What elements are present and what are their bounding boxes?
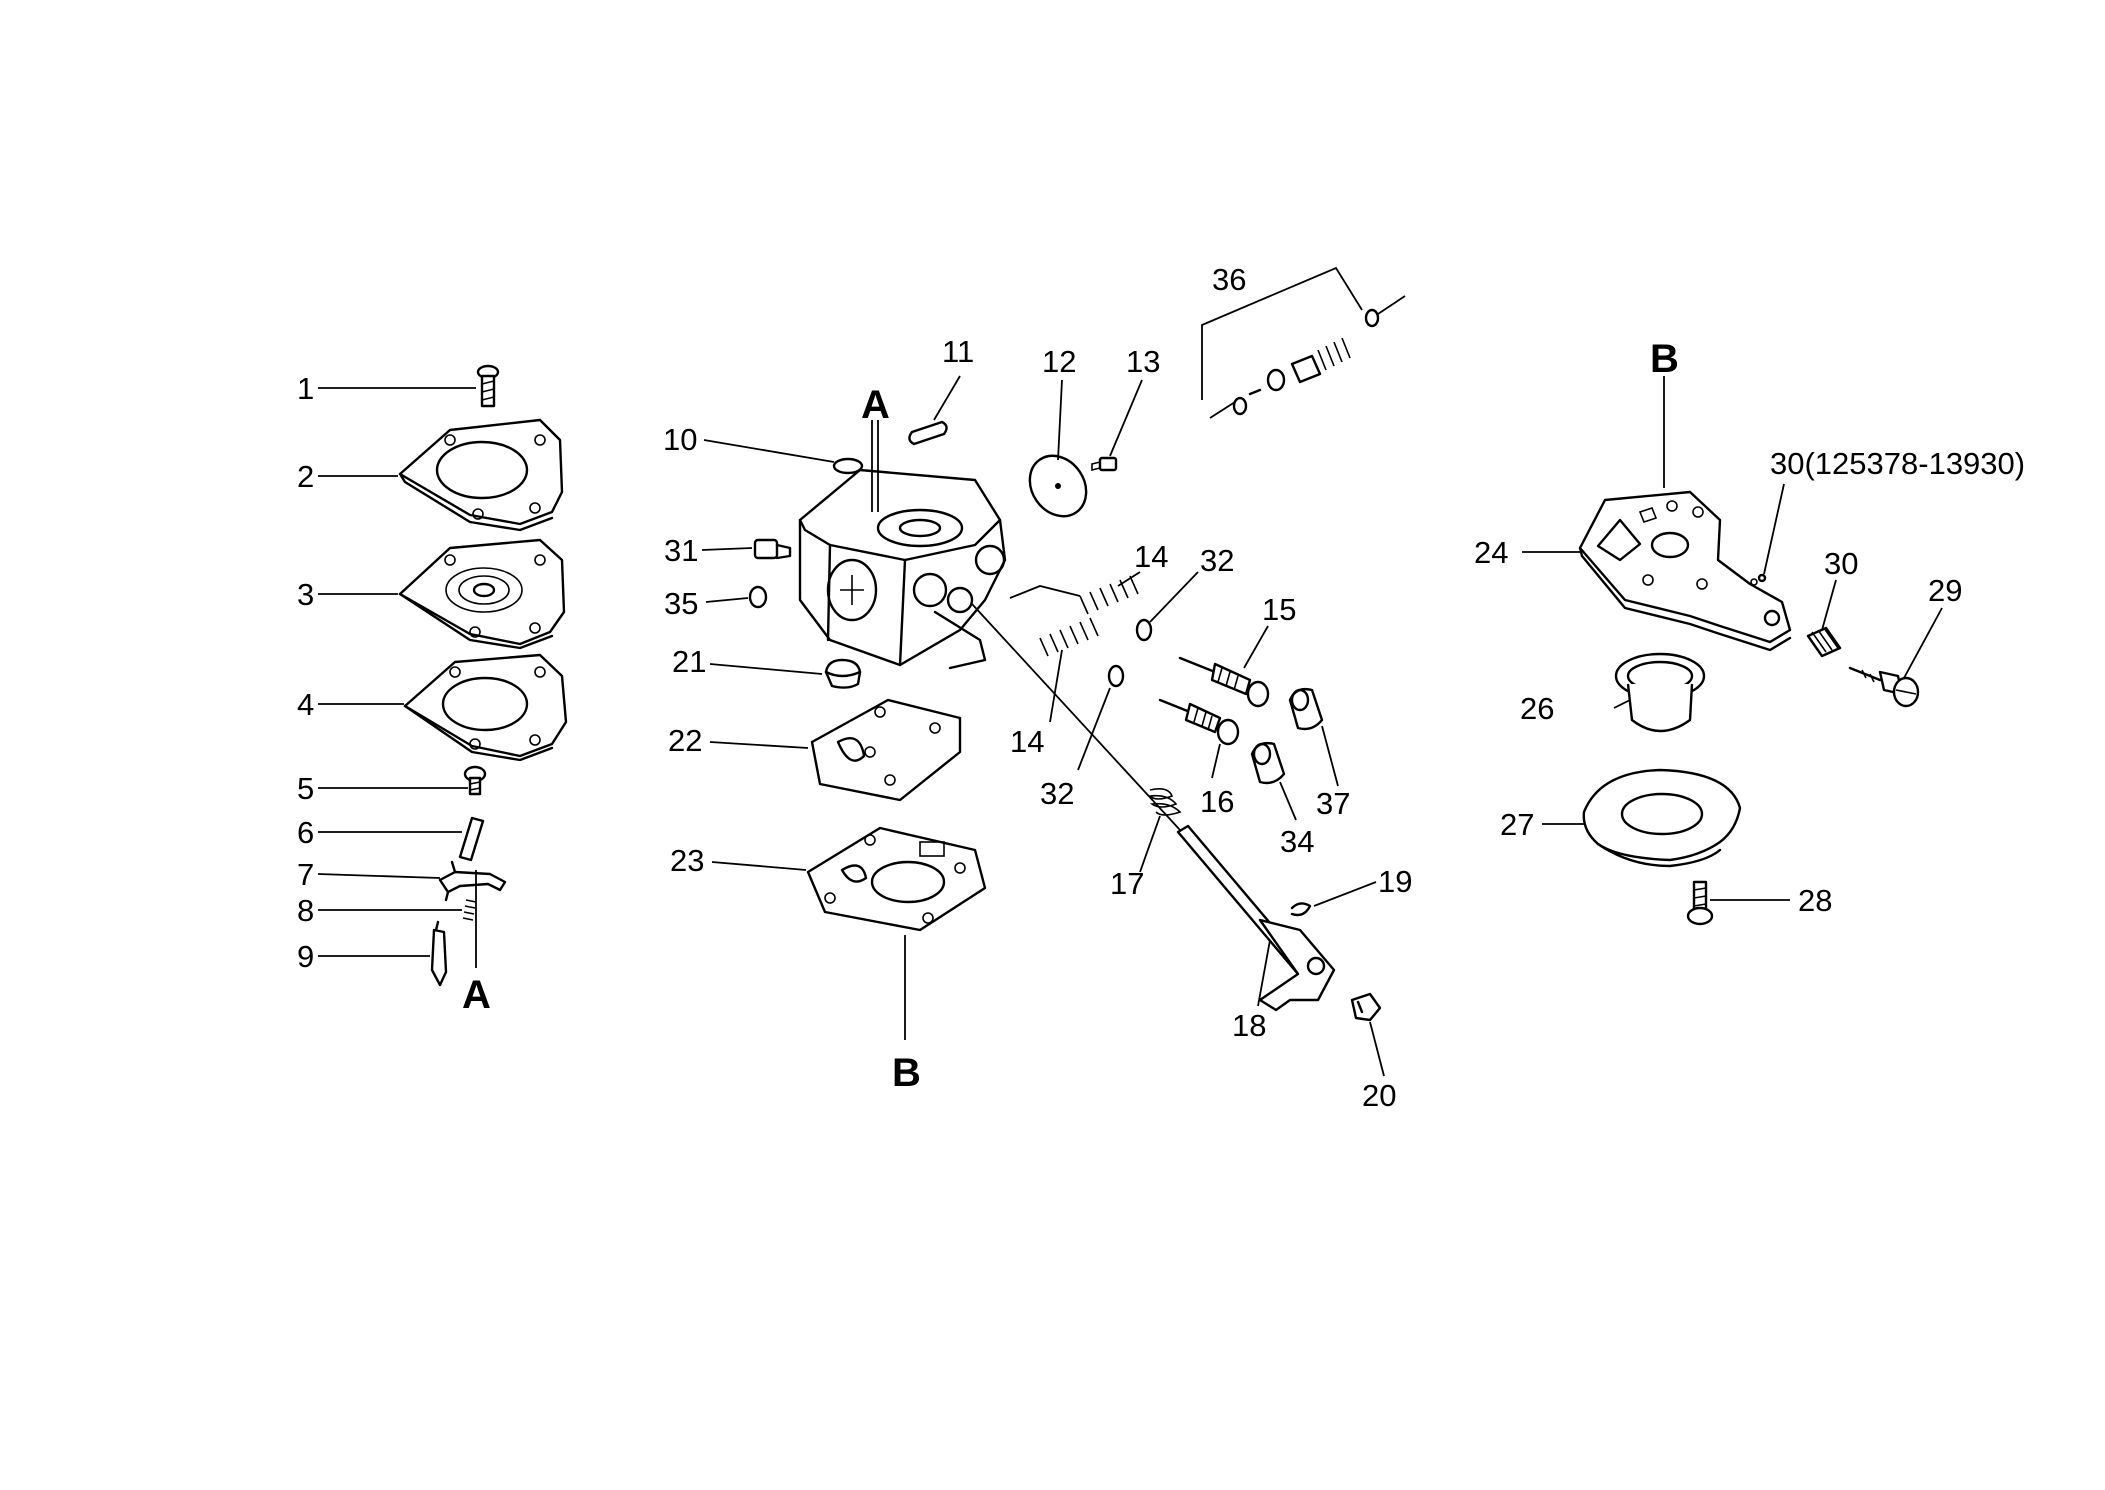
callout-29: 29 [1928,573,1962,608]
callout-4: 4 [297,687,314,722]
carburetor-body [798,468,1007,670]
callout-3: 3 [297,577,314,612]
part-24-pump-body [1578,490,1792,652]
callout-21: 21 [672,644,706,679]
callout-13: 13 [1126,344,1160,379]
part-22-plate [810,698,962,802]
part-8-spring [462,899,477,921]
part-3-diaphragm [398,538,566,650]
part-28-screw [1686,880,1714,926]
part-5-screw [463,765,487,796]
callout-8: 8 [297,893,314,928]
part-36-pump-assembly [1209,295,1406,419]
callout-labels: 1 2 3 4 5 6 7 8 9 10 11 12 13 14 14 15 1… [297,262,2025,1113]
callout-14b: 14 [1010,724,1044,759]
ref-letter-a-bottom: A [462,973,491,1017]
callout-18: 18 [1232,1008,1266,1043]
callout-26: 26 [1520,691,1554,726]
callout-30b: 30 [1824,546,1858,581]
part-15-adjust-needle [1178,656,1270,708]
part-26-primer-cup [1614,652,1706,733]
callout-32a: 32 [1200,543,1234,578]
part-11-pin [908,420,948,446]
callout-2: 2 [297,459,314,494]
spring-axis-line [1009,585,1081,599]
ref-letter-a-top: A [861,383,890,427]
callout-10: 10 [663,422,697,457]
part-30-spring [1806,626,1842,658]
part-29-screw [1848,666,1920,708]
part-9-inlet-needle [430,920,448,987]
part-23-gasket [806,826,987,932]
part-6-pin [458,816,485,862]
leader-lines [317,375,1943,1077]
reference-letters: A A B B [462,337,1679,1095]
part-19-clip [1290,902,1312,917]
callout-12: 12 [1042,344,1076,379]
part-10-clip [832,457,864,475]
part-16-adjust-needle [1158,698,1240,746]
part-17-spring [1148,788,1182,816]
callout-11: 11 [942,334,974,369]
part-37-limiter-cap [1288,687,1324,731]
callout-35: 35 [664,586,698,621]
part-2-pump-cover [398,418,564,532]
callout-14a: 14 [1134,539,1168,574]
bracket-36 [1201,266,1363,400]
ref-letter-b-right: B [1650,337,1679,381]
part-1-screw [476,364,500,408]
part-20-nut [1350,992,1382,1022]
part-4-gasket [403,653,568,762]
part-12-throttle-disk [1028,454,1088,518]
callout-1: 1 [297,371,314,406]
callout-32b: 32 [1040,776,1074,811]
part-13-screw [1091,456,1118,472]
ref-letter-b-left: B [892,1051,921,1095]
callout-31: 31 [664,533,698,568]
callout-36: 36 [1212,262,1246,297]
callout-16: 16 [1200,784,1234,819]
callout-23: 23 [670,843,704,878]
part-14-spring-upper [1079,575,1139,615]
callout-20: 20 [1362,1078,1396,1113]
callout-5: 5 [297,771,314,806]
part-34-limiter-cap [1250,741,1286,785]
part-14-spring-lower [1039,617,1099,657]
part-21-cap [824,658,862,689]
callout-24: 24 [1474,535,1508,570]
part-30-check-valve [1757,573,1767,583]
part-31-plug [753,538,792,560]
callout-17: 17 [1110,866,1144,901]
callout-28: 28 [1798,883,1832,918]
callout-7: 7 [297,857,314,892]
part-27-retainer [1582,768,1742,868]
callout-15: 15 [1262,592,1296,627]
shaft-axis-line [971,603,1181,831]
part-32-washer-upper [1135,618,1153,642]
callout-22: 22 [668,723,702,758]
part-7-control-lever [438,860,507,902]
part-32-washer-lower [1107,664,1125,688]
callout-37: 37 [1316,786,1350,821]
callout-6: 6 [297,815,314,850]
callout-19: 19 [1378,864,1412,899]
callout-27: 27 [1500,807,1534,842]
callout-30a: 30(125378-13930) [1770,446,2025,481]
part-18-throttle-shaft [1176,824,1336,1012]
callout-34: 34 [1280,824,1314,859]
part-35-o-ring [748,585,768,609]
callout-9: 9 [297,939,314,974]
